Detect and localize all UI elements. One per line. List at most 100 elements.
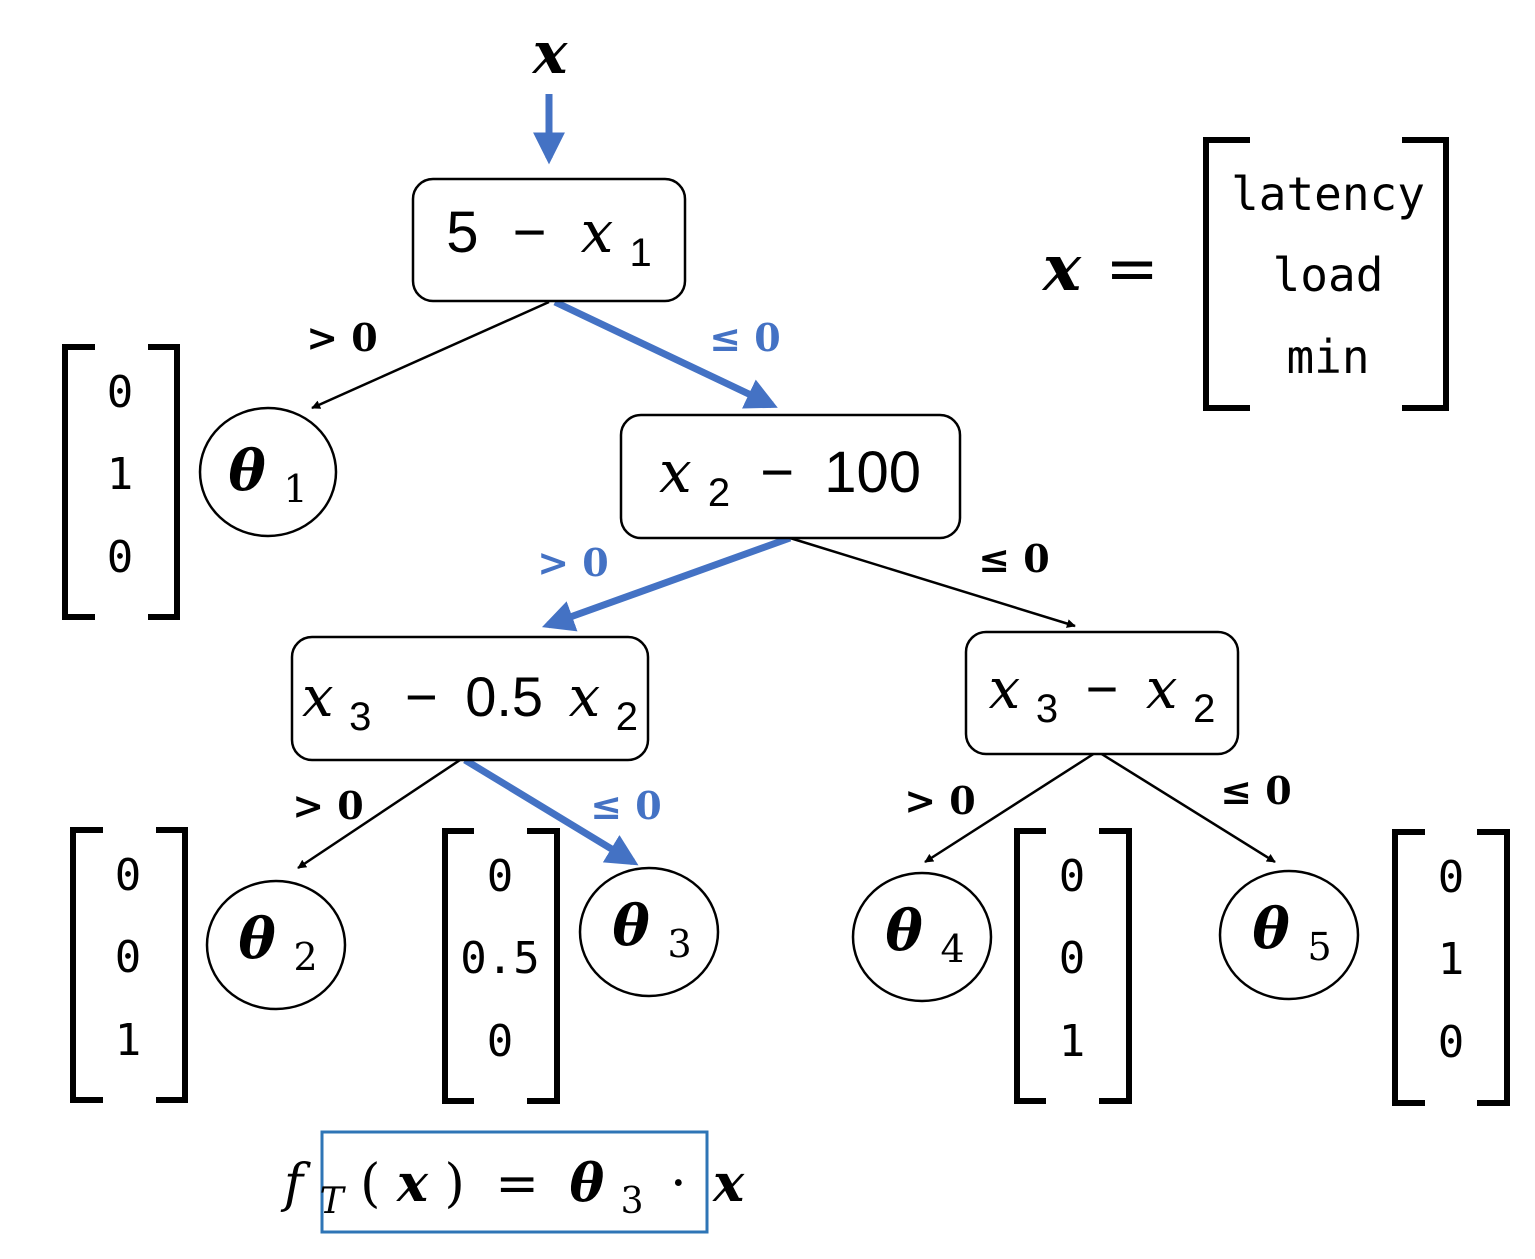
- leaf-theta-5-symbol: θ: [1252, 896, 1290, 962]
- edge-root-theta1: [311, 300, 550, 410]
- leaf-theta-2: θ 2: [205, 879, 347, 1011]
- svg-text:θ 5: θ 5: [1252, 896, 1331, 969]
- vector-theta-2-entry-2: 1: [115, 1015, 142, 1066]
- vector-theta-3-entry-1: 0.5: [460, 933, 539, 984]
- edge-n4-theta4: [924, 751, 1096, 864]
- vector-theta-3-entry-2: 0: [487, 1016, 514, 1067]
- leaf-theta-4-symbol: θ: [885, 898, 923, 964]
- definition-component-2: min: [1286, 330, 1369, 384]
- node-3-sub2: 2: [616, 695, 638, 739]
- leaf-theta-4-sub: 4: [940, 927, 964, 971]
- edge-n3-theta2: [297, 758, 461, 870]
- vector-theta-4-entry-1: 0: [1059, 933, 1086, 984]
- svg-text:f T ( x: f T ( x ) = θ 3 · x: [280, 1153, 745, 1226]
- svg-text:θ 4: θ 4: [885, 898, 964, 971]
- definition-lhs: x: [1041, 231, 1082, 306]
- svg-text:x 3 − 0.5: x 3 − 0.5 x 2: [302, 665, 638, 742]
- output-theta: θ: [569, 1153, 604, 1214]
- output-arg: x: [396, 1153, 429, 1214]
- leaf-theta-2-sub: 2: [293, 935, 317, 979]
- svg-text:θ 1: θ 1: [228, 438, 307, 511]
- vector-theta-5-entry-2: 0: [1438, 1017, 1465, 1068]
- vector-theta-2-entry-0: 0: [115, 850, 142, 901]
- input-x-label: x: [531, 19, 569, 87]
- node-2-minus: −: [760, 440, 794, 505]
- node-4-sub: 3: [1036, 687, 1058, 731]
- input-definition: x = latency load min: [1041, 137, 1449, 411]
- vector-theta-1: 0 1 0: [62, 344, 180, 620]
- svg-text:x 3 − x: x 3 − x 2: [989, 657, 1216, 734]
- vector-theta-4-entry-2: 1: [1059, 1016, 1086, 1067]
- node-root-constant: 5: [446, 200, 478, 265]
- node-2-sub: 2: [708, 471, 730, 515]
- definition-equals: =: [1105, 232, 1159, 306]
- edge-n4-theta5: [1099, 751, 1276, 864]
- node-2-var: x: [659, 438, 692, 506]
- node-root: 5 − x 1: [411, 177, 687, 303]
- edge-label-n4-gt: > 0: [904, 778, 976, 823]
- node-3-var: x: [302, 665, 334, 730]
- vector-theta-3: 0 0.5 0: [442, 828, 560, 1104]
- svg-text:θ 3: θ 3: [612, 893, 691, 966]
- output-x: x: [712, 1153, 745, 1214]
- edge-label-n3-le: ≤ 0: [590, 783, 662, 828]
- svg-text:x 2 − 100: x 2 − 100: [659, 438, 921, 519]
- edge-n2-n4: [789, 536, 1076, 628]
- output-rparen: ): [445, 1154, 465, 1214]
- leaf-theta-5-sub: 5: [1307, 925, 1331, 969]
- leaf-theta-1-symbol: θ: [228, 438, 266, 504]
- vector-theta-3-entry-0: 0: [487, 851, 514, 902]
- vector-theta-5-entry-0: 0: [1438, 852, 1465, 903]
- node-root-minus: −: [513, 200, 547, 265]
- vector-theta-4: 0 0 1: [1014, 828, 1132, 1104]
- vector-theta-2-entry-1: 0: [115, 932, 142, 983]
- node-4-var2: x: [1146, 657, 1178, 722]
- output-equals: =: [495, 1154, 539, 1214]
- node-3-coef: 0.5: [465, 665, 543, 728]
- edge-label-root-le: ≤ 0: [709, 315, 781, 360]
- node-4: x 3 − x 2: [964, 630, 1240, 756]
- node-2: x 2 − 100: [619, 413, 962, 540]
- node-4-var: x: [989, 657, 1021, 722]
- vector-theta-1-entry-2: 0: [107, 532, 134, 583]
- node-3-minus: −: [405, 665, 438, 728]
- vector-theta-5-entry-1: 1: [1438, 934, 1465, 985]
- leaf-theta-4: θ 4: [851, 871, 993, 1003]
- edge-n2-n3: [541, 534, 792, 632]
- edge-label-n4-le: ≤ 0: [1220, 768, 1292, 813]
- edge-n3-theta3: [463, 757, 639, 866]
- output-formula: f T ( x ) = θ 3 · x: [280, 1130, 745, 1234]
- edge-label-n3-gt: > 0: [292, 783, 364, 828]
- vector-theta-4-entry-0: 0: [1059, 851, 1086, 902]
- output-theta-sub: 3: [621, 1181, 644, 1222]
- leaf-theta-5: θ 5: [1218, 869, 1360, 1001]
- output-dot: ·: [670, 1154, 687, 1214]
- svg-text:θ 2: θ 2: [238, 906, 317, 979]
- leaf-theta-3: θ 3: [578, 866, 720, 998]
- edge-label-root-gt: > 0: [306, 315, 378, 360]
- node-4-sub2: 2: [1193, 687, 1215, 731]
- leaf-theta-2-symbol: θ: [238, 906, 276, 972]
- output-f: f: [280, 1154, 311, 1214]
- vector-theta-1-entry-1: 1: [107, 449, 134, 500]
- vector-theta-5: 0 1 0: [1392, 829, 1510, 1106]
- svg-text:5 − x 1: 5 − x 1: [446, 198, 651, 275]
- edge-label-n2-gt: > 0: [537, 540, 609, 585]
- definition-component-0: latency: [1231, 167, 1425, 221]
- vector-theta-1-entry-0: 0: [107, 367, 134, 418]
- edge-root-n2: [553, 298, 778, 409]
- node-3-var2: x: [569, 665, 601, 730]
- output-f-sub: T: [320, 1181, 347, 1222]
- leaf-theta-3-sub: 3: [667, 922, 691, 966]
- leaf-theta-1-sub: 1: [283, 467, 307, 511]
- node-root-var: x: [581, 198, 614, 266]
- output-lparen: (: [360, 1154, 380, 1214]
- vector-theta-2: 0 0 1: [70, 827, 188, 1103]
- leaf-theta-1: θ 1: [198, 406, 338, 538]
- definition-component-1: load: [1273, 248, 1384, 302]
- node-3-sub: 3: [349, 695, 371, 739]
- edge-label-n2-le: ≤ 0: [978, 536, 1050, 581]
- leaf-theta-3-symbol: θ: [612, 893, 650, 959]
- node-3: x 3 − 0.5 x 2: [290, 635, 650, 762]
